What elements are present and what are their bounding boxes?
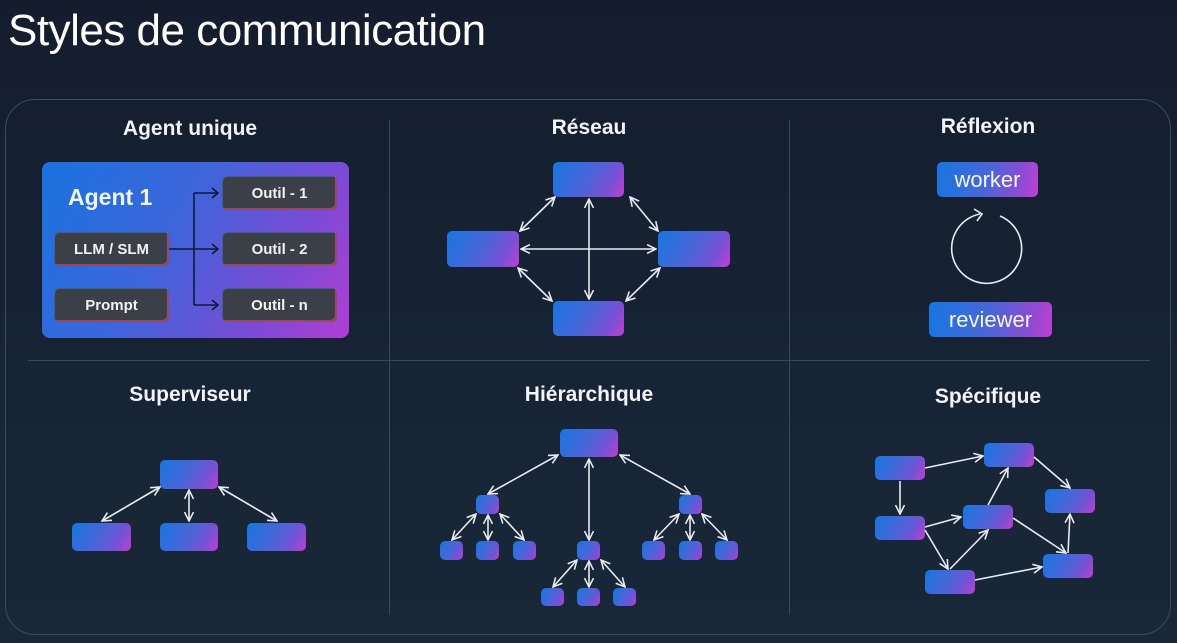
hierarchy-leaf-node xyxy=(513,541,536,560)
tool-box: Outil - n xyxy=(222,288,337,322)
prompt-box: Prompt xyxy=(54,288,169,322)
cell-title-agent-unique: Agent unique xyxy=(122,117,258,140)
supervised-node xyxy=(72,523,131,551)
network-node-right xyxy=(658,231,730,267)
hierarchy-mid-node xyxy=(577,541,600,560)
arrowhead-icon xyxy=(211,243,220,255)
cell-title-reseau: Réseau xyxy=(551,116,627,139)
hierarchy-mid-node xyxy=(476,495,499,514)
arrowhead-icon xyxy=(211,187,220,199)
custom-node xyxy=(1043,554,1093,578)
supervised-node xyxy=(160,523,218,551)
network-node-top xyxy=(553,162,624,197)
hierarchy-mid-node xyxy=(679,495,702,514)
supervisor-node xyxy=(160,460,218,489)
custom-node xyxy=(1045,489,1095,513)
cell-title-hierarchique: Hiérarchique xyxy=(524,383,654,406)
tool-box: Outil - 1 xyxy=(222,176,337,210)
worker-node: worker xyxy=(937,162,1038,197)
cell-title-superviseur: Superviseur xyxy=(129,383,251,406)
horizontal-divider xyxy=(28,360,1150,361)
hierarchy-leaf-node xyxy=(476,541,499,560)
hierarchy-root-node xyxy=(560,429,618,457)
diagram-panel xyxy=(5,99,1171,635)
hierarchy-leaf-node xyxy=(642,541,665,560)
hierarchy-leaf-node xyxy=(613,588,636,606)
network-node-left xyxy=(447,231,519,267)
agent-label: Agent 1 xyxy=(68,184,153,210)
hierarchy-leaf-node xyxy=(541,588,564,606)
cell-title-specifique: Spécifique xyxy=(934,385,1042,408)
llm-box: LLM / SLM xyxy=(54,232,169,266)
agent-box: Agent 1 LLM / SLM Prompt Outil - 1 Outil… xyxy=(42,162,349,338)
reviewer-node: reviewer xyxy=(929,302,1052,337)
vertical-divider-right xyxy=(789,120,790,615)
hierarchy-leaf-node xyxy=(577,588,600,606)
vertical-divider-left xyxy=(389,120,390,615)
network-node-bottom xyxy=(553,301,624,336)
custom-node xyxy=(875,516,925,540)
page-title: Styles de communication xyxy=(8,6,486,55)
custom-node xyxy=(925,570,975,594)
custom-node xyxy=(875,456,925,480)
hierarchy-leaf-node xyxy=(715,541,738,560)
cell-title-reflexion: Réflexion xyxy=(940,115,1036,138)
custom-node xyxy=(984,443,1034,467)
custom-node xyxy=(963,505,1013,529)
supervised-node xyxy=(247,523,306,551)
arrowhead-icon xyxy=(211,299,220,311)
hierarchy-leaf-node xyxy=(679,541,702,560)
hierarchy-leaf-node xyxy=(440,541,463,560)
tool-box: Outil - 2 xyxy=(222,232,337,266)
